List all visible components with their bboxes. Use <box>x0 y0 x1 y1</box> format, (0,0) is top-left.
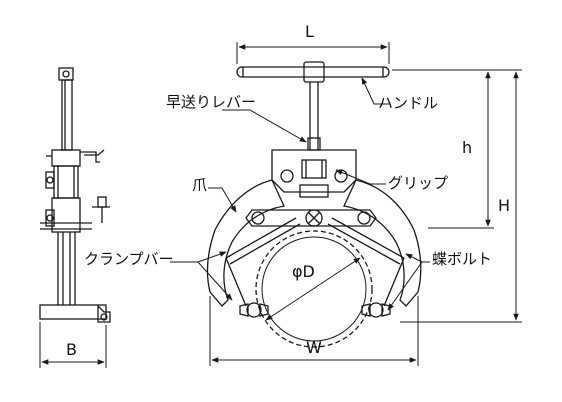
leaders <box>170 77 430 311</box>
pipe-outline <box>255 230 373 348</box>
front-view <box>206 61 422 348</box>
dim-h-label: h <box>462 138 473 157</box>
side-upper-block <box>51 149 81 167</box>
side-view <box>39 67 111 323</box>
pipe-inner <box>261 236 367 342</box>
wing-bolt-right <box>361 302 391 318</box>
dim-phiD-line <box>265 257 361 321</box>
claw-left <box>206 179 285 307</box>
dim-B-label: B <box>66 340 77 359</box>
dim-W-label: W <box>306 338 322 357</box>
label-wing-bolt: 蝶ボルト <box>432 250 493 268</box>
handle-hub <box>303 61 325 83</box>
wing-bolt-left <box>239 302 269 318</box>
label-quick-feed-lever: 早送りレバー <box>166 93 257 111</box>
dim-H-label: H <box>498 196 511 215</box>
label-claw: 爪 <box>192 176 208 194</box>
side-mid-block <box>51 197 81 233</box>
side-shaft <box>61 79 73 151</box>
clamp-cross-arm <box>245 209 377 227</box>
center-pivot <box>305 209 323 227</box>
claw-right <box>343 179 422 307</box>
side-knob <box>58 67 74 81</box>
side-base <box>39 304 107 320</box>
dimensions <box>39 42 522 368</box>
dim-phiD-label: φD <box>292 262 315 281</box>
label-clamp-bar: クランプバー <box>84 250 174 268</box>
dim-L-label: L <box>305 22 314 41</box>
label-handle: ハンドル <box>378 94 439 112</box>
label-grip: グリップ <box>388 174 449 192</box>
handle-bar <box>236 66 390 78</box>
